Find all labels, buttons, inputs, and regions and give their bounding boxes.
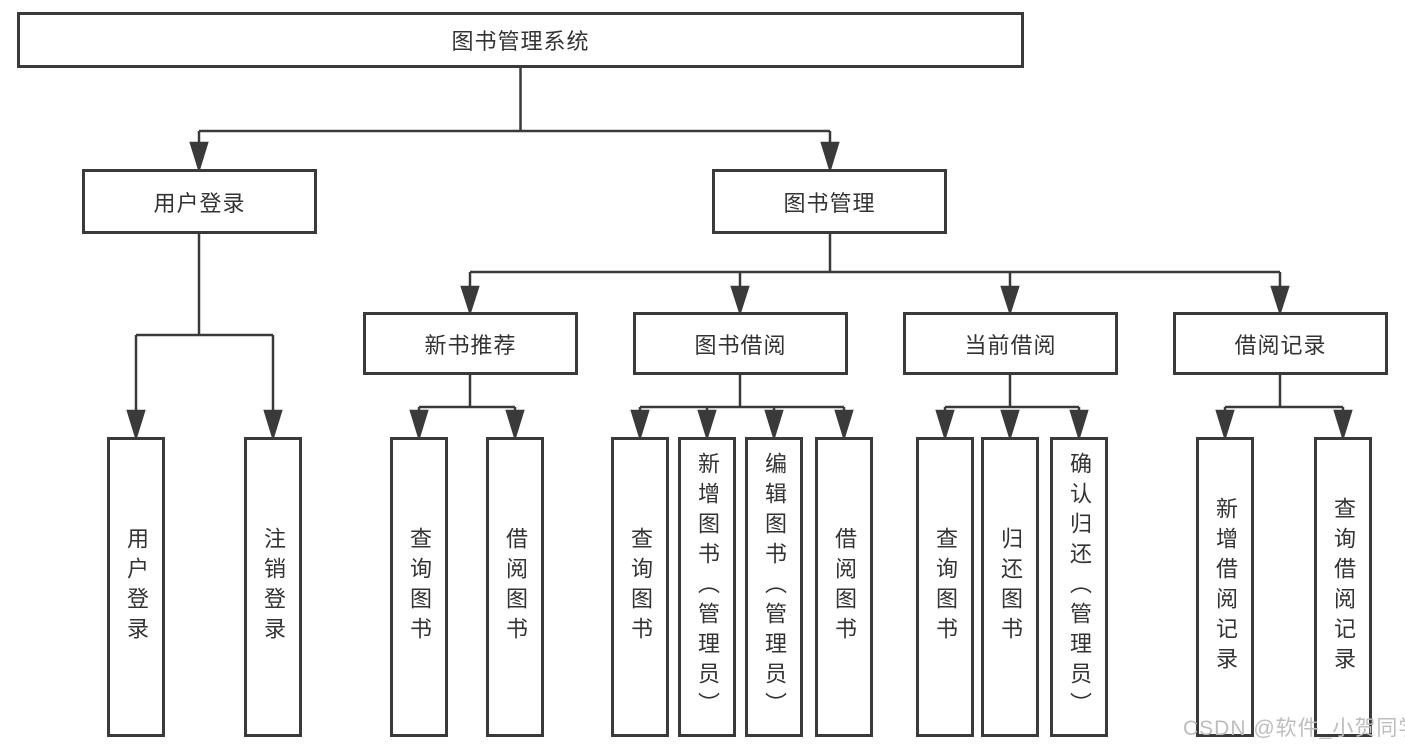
node-borrow-records: 借阅记录 <box>1173 312 1388 375</box>
node-label: 查询图书 <box>628 527 653 647</box>
leaf-records-add-record: 新增借阅记录 <box>1196 437 1254 737</box>
connector-root-to-level2 <box>189 68 840 174</box>
arrowhead <box>1215 409 1235 442</box>
arrowhead <box>189 141 209 174</box>
node-root: 图书管理系统 <box>17 12 1024 68</box>
node-label: 查询图书 <box>933 527 958 647</box>
node-label: 借阅记录 <box>1234 332 1327 358</box>
arrowhead <box>1333 409 1353 442</box>
node-new-book-recommend: 新书推荐 <box>363 312 578 375</box>
node-label: 归还图书 <box>998 527 1023 647</box>
connector-current-borrow-to-leaves <box>935 375 1089 442</box>
node-label: 新增图书（管理员） <box>695 452 720 722</box>
connector-borrow-records-to-leaves <box>1215 375 1353 442</box>
connector-user-login-to-leaves <box>126 234 283 442</box>
leaf-recommend-borrow-book: 借阅图书 <box>486 437 544 737</box>
node-label: 查询借阅记录 <box>1331 497 1356 677</box>
leaf-current-confirm-return-admin: 确认归还（管理员） <box>1050 437 1108 737</box>
arrowhead <box>1000 285 1020 317</box>
arrowhead <box>935 409 955 442</box>
connector-book-management-to-level3 <box>460 234 1290 317</box>
leaf-records-query-record: 查询借阅记录 <box>1314 437 1372 737</box>
leaf-borrow-query-book: 查询图书 <box>611 437 669 737</box>
leaf-recommend-query-book: 查询图书 <box>390 437 448 737</box>
leaf-borrow-add-book-admin: 新增图书（管理员） <box>678 437 736 737</box>
arrowhead <box>820 141 840 174</box>
arrowhead <box>460 285 480 317</box>
arrowhead <box>630 409 650 442</box>
node-label: 图书借阅 <box>694 332 787 358</box>
csdn-watermark: CSDN @软件_小贺同学 <box>1183 717 1405 740</box>
node-label: 图书管理 <box>783 190 876 216</box>
node-label: 用户登录 <box>153 190 246 216</box>
connector-book-borrow-to-leaves <box>630 375 854 442</box>
arrowhead <box>263 409 283 442</box>
node-label: 新增借阅记录 <box>1213 497 1238 677</box>
node-label: 编辑图书（管理员） <box>762 452 787 722</box>
node-label: 借阅图书 <box>503 527 528 647</box>
leaf-current-return-book: 归还图书 <box>981 437 1039 737</box>
arrowhead <box>730 285 750 317</box>
arrowhead <box>126 409 146 442</box>
arrowhead <box>409 409 429 442</box>
connector-new-book-recommend-to-leaves <box>409 375 525 442</box>
arrowhead <box>834 409 854 442</box>
node-label: 新书推荐 <box>424 332 517 358</box>
node-user-login: 用户登录 <box>82 169 317 234</box>
leaf-borrow-edit-book-admin: 编辑图书（管理员） <box>745 437 803 737</box>
node-book-management: 图书管理 <box>712 169 947 234</box>
node-label: 图书管理系统 <box>451 29 590 54</box>
arrowhead <box>505 409 525 442</box>
arrowhead <box>1270 285 1290 317</box>
leaf-user-login: 用户登录 <box>107 437 165 737</box>
node-label: 查询图书 <box>407 527 432 647</box>
arrowhead <box>1069 409 1089 442</box>
arrowhead <box>1000 409 1020 442</box>
arrowhead <box>697 409 717 442</box>
node-label: 注销登录 <box>261 527 286 647</box>
node-book-borrow: 图书借阅 <box>633 312 848 375</box>
node-current-borrow: 当前借阅 <box>903 312 1118 375</box>
leaf-current-query-book: 查询图书 <box>916 437 974 737</box>
node-label: 当前借阅 <box>964 332 1057 358</box>
node-label: 确认归还（管理员） <box>1067 452 1092 722</box>
node-label: 用户登录 <box>124 527 149 647</box>
arrowhead <box>764 409 784 442</box>
leaf-logout-login: 注销登录 <box>244 437 302 737</box>
node-label: 借阅图书 <box>832 527 857 647</box>
leaf-borrow-borrow-book: 借阅图书 <box>815 437 873 737</box>
